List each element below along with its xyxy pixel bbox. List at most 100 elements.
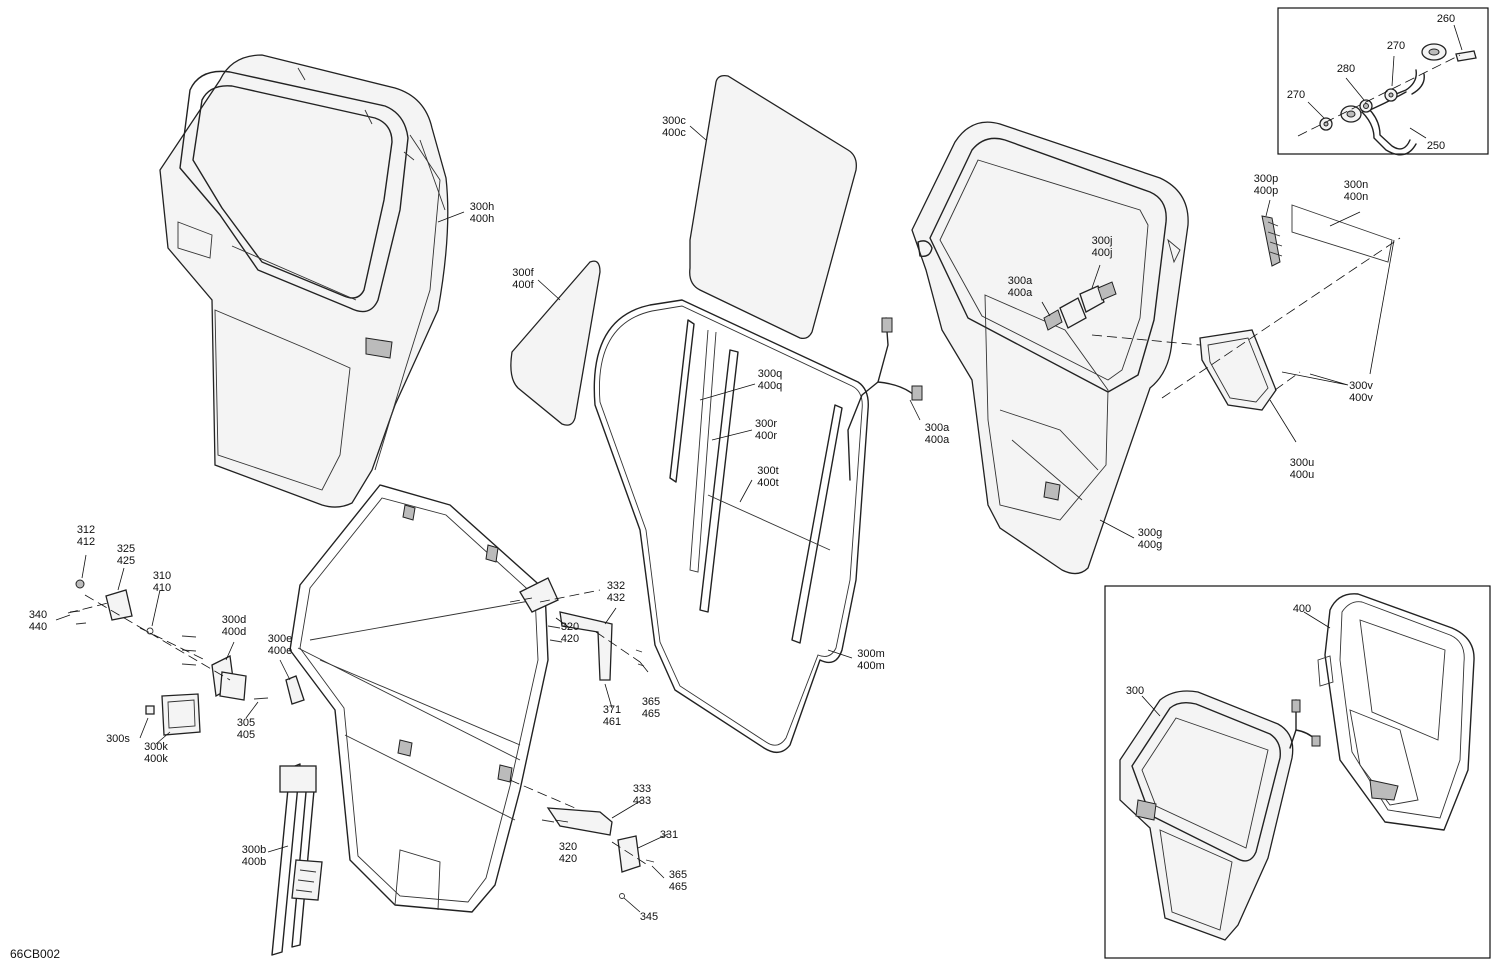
- callout-line: 300q: [758, 368, 782, 380]
- callout-line: 461: [603, 716, 621, 728]
- callout-line: 410: [153, 582, 171, 594]
- callout-line: 300u: [1290, 457, 1314, 469]
- window-seal-frame: [593, 299, 923, 753]
- callout-line: 305: [237, 717, 255, 729]
- callout-line: 400h: [470, 213, 494, 225]
- callout-line: 405: [237, 729, 255, 741]
- callout-line: 300e: [268, 633, 292, 645]
- callout-line: 400b: [242, 856, 266, 868]
- callout-line: 400a: [925, 434, 950, 446]
- callout-line: 340: [29, 609, 47, 621]
- callout-line: 400v: [1349, 392, 1373, 404]
- callout-line: 270: [1287, 89, 1305, 101]
- callout-line: 332: [607, 580, 625, 592]
- callout-line: 425: [117, 555, 135, 567]
- callout-line: 300m: [857, 648, 885, 660]
- door-hinges: [519, 577, 655, 899]
- callout-270-left: 270: [1287, 89, 1305, 101]
- callout-line: 412: [77, 536, 95, 548]
- mounting-plate: [1261, 204, 1393, 267]
- callout-345: 345: [640, 911, 658, 923]
- callout-line: 300j: [1092, 235, 1113, 247]
- callout-line: 300s: [106, 733, 130, 745]
- callout-line: 365: [642, 696, 660, 708]
- callout-line: 465: [642, 708, 660, 720]
- callout-300s: 300s: [106, 733, 130, 745]
- callout-line: 420: [559, 853, 577, 865]
- callout-line: 300b: [242, 844, 266, 856]
- leader-lines: [55, 24, 1463, 913]
- callout-line: 400p: [1254, 185, 1278, 197]
- callout-line: 300g: [1138, 527, 1162, 539]
- assembly-lines: [67, 237, 1401, 865]
- callout-line: 440: [29, 621, 47, 633]
- door-inner-frame: [289, 484, 549, 913]
- callout-line: 400e: [268, 645, 292, 657]
- callout-line: 300v: [1349, 380, 1373, 392]
- callout-line: 400f: [512, 279, 534, 291]
- inner-door-trim: [911, 121, 1189, 575]
- window-regulator: [271, 763, 323, 956]
- callout-line: 300r: [755, 418, 777, 430]
- callout-line: 400m: [857, 660, 885, 672]
- callout-line: 320: [559, 841, 577, 853]
- callout-line: 300f: [512, 267, 534, 279]
- callout-line: 400n: [1344, 191, 1368, 203]
- callout-line: 400g: [1138, 539, 1162, 551]
- callout-line: 300a: [925, 422, 950, 434]
- callout-line: 432: [607, 592, 625, 604]
- callout-line: 300d: [222, 614, 246, 626]
- callout-line: 260: [1437, 13, 1455, 25]
- callout-line: 420: [561, 633, 579, 645]
- callout-line: 400k: [144, 753, 168, 765]
- callout-line: 270: [1387, 40, 1405, 52]
- callout-line: 300a: [1008, 275, 1033, 287]
- callout-line: 250: [1427, 140, 1445, 152]
- callout-line: 300p: [1254, 173, 1278, 185]
- callout-line: 400a: [1008, 287, 1033, 299]
- callout-line: 300: [1126, 685, 1144, 697]
- window-crank-inset: [1277, 7, 1489, 156]
- callout-line: 280: [1337, 63, 1355, 75]
- callout-line: 400u: [1290, 469, 1314, 481]
- callout-line: 331: [660, 829, 678, 841]
- assembled-doors-inset: [1104, 585, 1491, 959]
- callout-260: 260: [1437, 13, 1455, 25]
- diagram-code: 66CB002: [10, 947, 60, 961]
- callout-270-top: 270: [1387, 40, 1405, 52]
- callout-line: 433: [633, 795, 651, 807]
- callout-line: 300n: [1344, 179, 1368, 191]
- callout-line: 400j: [1092, 247, 1113, 259]
- callout-300-inset: 300: [1126, 685, 1144, 697]
- callout-line: 300t: [757, 465, 778, 477]
- callout-line: 300c: [662, 115, 686, 127]
- callout-line: 400: [1293, 603, 1311, 615]
